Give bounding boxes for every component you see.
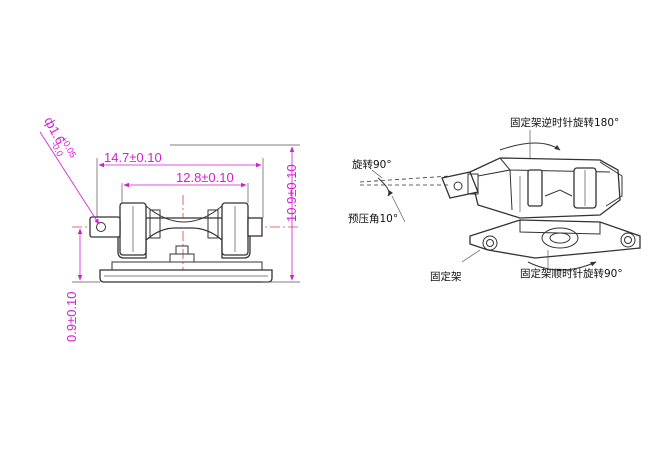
dim-diameter-group: ф1.6 +0.05 -0.0: [41, 114, 78, 159]
label-preload-angle: 预压角10°: [348, 213, 398, 225]
iso-bracket: [469, 219, 641, 259]
dim-width-inner: 12.8±0.10: [176, 170, 234, 185]
dim-width-outer: 14.7±0.10: [104, 150, 162, 165]
actuator-body: [117, 202, 251, 259]
iso-body: [469, 157, 623, 219]
label-rotate-90: 旋转90°: [352, 158, 392, 171]
label-rotate-ccw-180: 固定架逆时针旋转180°: [510, 116, 619, 129]
rotate-ccw-arrow: [499, 142, 561, 151]
isometric-view: 固定架逆时针旋转180° 旋转90° 预压角10° 固定架 固定架顺时针旋转90…: [348, 116, 641, 283]
dim-base: 0.9±0.10: [64, 291, 79, 342]
preload-angle-leader: [391, 195, 406, 223]
dim-height: 10.9±0.10: [284, 164, 299, 222]
rotate-cw-arrow: [527, 261, 597, 271]
bracket-leader: [461, 249, 481, 263]
rotate-90-leader: [371, 169, 383, 179]
label-bracket: 固定架: [430, 270, 462, 283]
leader-diameter: [39, 131, 100, 225]
shaft-tab: [89, 216, 263, 238]
front-view: 14.7±0.10 12.8±0.10 10.9±0.10 0.9±0.10 ф…: [39, 114, 300, 342]
label-rotate-cw-90: 固定架顺时针旋转90°: [520, 267, 623, 280]
ref-line-angled: [359, 175, 451, 183]
iso-shaft: [441, 171, 479, 199]
rotate-90-arrow: [377, 177, 393, 197]
